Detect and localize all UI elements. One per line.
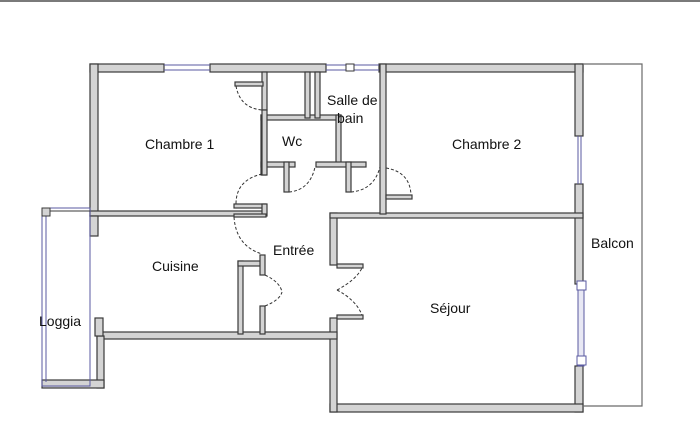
room-label-balcon: Balcon: [591, 236, 634, 250]
balcon-outline: [583, 63, 643, 407]
room-label-chambre-1: Chambre 1: [145, 136, 215, 152]
top-border: [0, 0, 700, 2]
room-label-salle-de-bain-line2: bain: [337, 110, 364, 126]
room-label-wc: Wc: [282, 133, 303, 149]
room-label-chambre-2: Chambre 2: [452, 136, 522, 152]
room-label-cuisine: Cuisine: [152, 258, 199, 274]
room-label-sejour: Séjour: [430, 300, 471, 316]
room-label-entree: Entrée: [273, 242, 315, 258]
windows: [41, 63, 587, 387]
room-label-loggia: Loggia: [39, 313, 82, 329]
room-label-salle-de-bain-line1: Salle de: [327, 92, 378, 108]
door-swings: [233, 85, 412, 316]
walls: [41, 63, 584, 413]
